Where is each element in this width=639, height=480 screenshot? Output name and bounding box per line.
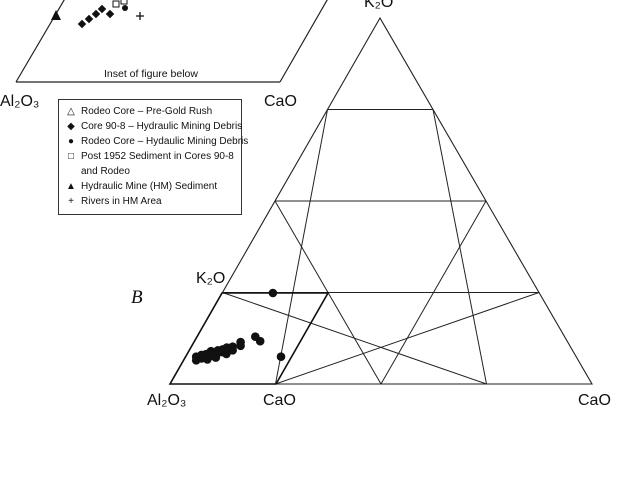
data-point <box>228 346 237 355</box>
inset-marker-square <box>112 0 120 8</box>
legend-label: Hydraulic Mine (HM) Sediment <box>81 181 218 192</box>
panel-b-label: B <box>131 287 143 308</box>
inset-marker-diamond <box>77 19 87 29</box>
legend-label: Rivers in HM Area <box>81 196 162 207</box>
main-left-label: Al₂O₃ <box>147 392 187 409</box>
inset-left-label: Al₂O₃ <box>0 93 40 110</box>
legend-item: △ Rodeo Core – Pre-Gold Rush <box>65 107 212 117</box>
legend: △ Rodeo Core – Pre-Gold Rush ◆ Core 90-8 –… <box>58 99 248 215</box>
inset-marker-diamond <box>84 14 94 24</box>
inset-edge-right <box>279 0 328 83</box>
inset-points <box>51 0 144 29</box>
zoom-rhombus <box>168 292 330 385</box>
zoom-top-label: K₂O <box>196 270 226 287</box>
legend-symbol: □ <box>67 151 75 162</box>
legend-label: Core 90-8 – Hydraulic Mining Debris <box>81 121 243 132</box>
legend-item: and Rodeo <box>65 167 130 177</box>
legend-symbol: + <box>68 196 74 207</box>
zoom-region <box>168 292 330 385</box>
zoom-right-label: CaO <box>263 392 296 409</box>
inset-marker-cross <box>136 12 144 20</box>
legend-item: ▲ Hydraulic Mine (HM) Sediment <box>65 182 217 192</box>
inset-edge-left <box>15 0 65 83</box>
inset-marker-circle <box>122 5 128 11</box>
inset-marker-diamond <box>105 9 115 19</box>
legend-symbol: ◆ <box>67 121 75 132</box>
inset-top-label: K₂O <box>364 0 394 11</box>
legend-label: and Rodeo <box>81 166 130 177</box>
inset-caption: Inset of figure below <box>104 68 198 80</box>
legend-item: ● Rodeo Core – Hydaulic Mining Debris <box>65 137 248 147</box>
legend-item: □ Post 1952 Sediment in Cores 90-8 <box>65 152 234 162</box>
legend-symbol: △ <box>67 106 75 117</box>
data-point <box>211 353 221 362</box>
data-point <box>222 349 231 359</box>
main-right-label: CaO <box>578 392 611 409</box>
inset-right-label: CaO <box>264 93 297 110</box>
inset-marker-square <box>120 0 128 5</box>
data-point <box>255 336 265 346</box>
inset-triangle <box>15 0 328 83</box>
grid-line <box>222 292 487 385</box>
legend-symbol: ▲ <box>66 181 76 192</box>
grid-line <box>432 109 487 385</box>
inset-marker-diamond <box>97 4 107 14</box>
main-points <box>191 288 286 365</box>
data-point <box>236 341 245 351</box>
legend-label: Rodeo Core – Hydaulic Mining Debris <box>81 136 249 147</box>
legend-symbol: ● <box>67 136 75 147</box>
main-grid <box>222 109 540 385</box>
legend-label: Post 1952 Sediment in Cores 90-8 <box>81 151 234 162</box>
data-point <box>276 352 286 362</box>
legend-item: ◆ Core 90-8 – Hydraulic Mining Debris <box>65 122 242 132</box>
inset-marker-triangle <box>51 10 61 20</box>
data-point <box>268 288 278 298</box>
inset-marker-diamond <box>91 9 101 19</box>
legend-item: + Rivers in HM Area <box>65 197 162 207</box>
legend-label: Rodeo Core – Pre-Gold Rush <box>81 106 213 117</box>
